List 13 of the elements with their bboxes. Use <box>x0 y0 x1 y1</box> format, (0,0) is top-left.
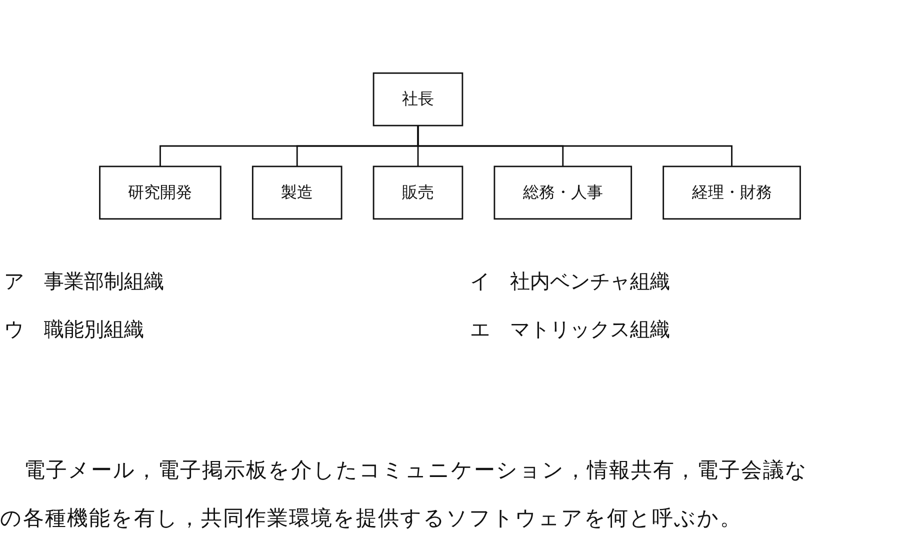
question-text: 電子メール，電子掲示板を介したコミュニケーション，情報共有，電子会議な <box>24 458 808 484</box>
question-text: の各種機能を有し，共同作業環境を提供するソフトウェアを何と呼ぶか。 <box>0 506 742 532</box>
org-chart-box: 社長 <box>372 72 464 126</box>
org-chart-box: 販売 <box>372 166 464 220</box>
org-chart-box: 総務・人事 <box>494 166 632 220</box>
answer-option: エ マトリックス組織 <box>470 318 670 342</box>
answer-option: ウ 職能別組織 <box>4 318 144 342</box>
org-chart-box: 製造 <box>252 166 342 220</box>
connector-line <box>417 126 732 166</box>
org-chart-box: 経理・財務 <box>662 166 801 220</box>
answer-option: イ 社内ベンチャ組織 <box>470 270 670 294</box>
org-chart-box: 研究開発 <box>99 166 222 220</box>
answer-option: ア 事業部制組織 <box>4 270 164 294</box>
